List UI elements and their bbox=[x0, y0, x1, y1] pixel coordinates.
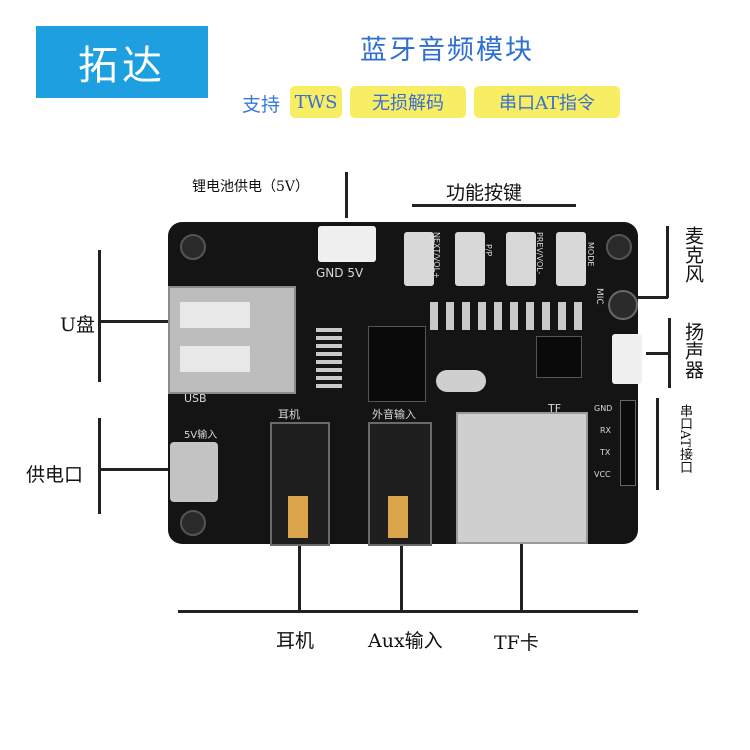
button-pp bbox=[455, 232, 485, 286]
battery-connector bbox=[318, 226, 376, 262]
label-tf: TF卡 bbox=[494, 632, 539, 654]
silk-usb: USB bbox=[184, 392, 207, 405]
leader-battery bbox=[345, 172, 348, 218]
silk-pin-rx: RX bbox=[600, 426, 612, 435]
silk-mode: MODE bbox=[586, 242, 595, 267]
silk-mic: MIC bbox=[594, 288, 604, 305]
label-power: 供电口 bbox=[26, 464, 84, 486]
leader-buttons bbox=[412, 204, 576, 207]
usb-slot-1 bbox=[180, 302, 250, 328]
silk-gnd5v: GND 5V bbox=[316, 266, 364, 280]
label-headphone: 耳机 bbox=[276, 630, 315, 652]
label-battery: 锂电池供电（5V） bbox=[192, 179, 310, 195]
silk-pin-vcc: VCC bbox=[594, 470, 611, 479]
label-speaker: 扬声器 bbox=[682, 322, 704, 379]
silk-prev: PREV/VOL- bbox=[535, 232, 544, 275]
label-buttons: 功能按键 bbox=[446, 182, 523, 204]
tag-uart-at: 串口AT指令 bbox=[474, 86, 620, 118]
crystal bbox=[436, 370, 486, 392]
silk-next: NEXT/VOL+ bbox=[432, 232, 441, 279]
uart-header bbox=[620, 400, 636, 486]
silk-pp: P/P bbox=[484, 244, 493, 257]
mount-hole-bl bbox=[180, 510, 206, 536]
tag-tws: TWS bbox=[290, 86, 342, 118]
tf-card-slot bbox=[456, 412, 588, 544]
leader-bottom bbox=[178, 610, 638, 613]
label-uart: 串口AT接口 bbox=[677, 404, 692, 474]
leader-power-h bbox=[100, 468, 168, 471]
button-mode bbox=[556, 232, 586, 286]
aux-jack-contact bbox=[388, 496, 408, 538]
tag-lossless: 无损解码 bbox=[350, 86, 466, 118]
passive-array-top bbox=[430, 302, 590, 330]
leader-udisk-v bbox=[98, 250, 101, 382]
leader-aux bbox=[400, 546, 403, 612]
mic-component bbox=[608, 290, 638, 320]
silk-audio-in: 外音输入 bbox=[372, 408, 416, 421]
leader-tf bbox=[520, 542, 523, 612]
silk-earphone: 耳机 bbox=[278, 408, 300, 421]
label-mic: 麦克风 bbox=[682, 226, 704, 283]
leader-headphone bbox=[298, 546, 301, 612]
silk-tf: TF bbox=[548, 402, 562, 415]
passive-array-left bbox=[316, 328, 342, 388]
brand-logo: 拓达 bbox=[36, 26, 208, 98]
button-next bbox=[404, 232, 434, 286]
leader-mic-h bbox=[636, 296, 668, 299]
leader-uart bbox=[656, 398, 659, 490]
leader-mic-v bbox=[666, 226, 669, 298]
amp-chip bbox=[536, 336, 582, 378]
label-aux: Aux输入 bbox=[368, 630, 443, 652]
micro-usb-port bbox=[170, 442, 218, 502]
headphone-jack-contact bbox=[288, 496, 308, 538]
silk-pin-gnd: GND bbox=[594, 404, 613, 413]
label-udisk: U盘 bbox=[60, 314, 96, 336]
button-prev bbox=[506, 232, 536, 286]
usb-slot-2 bbox=[180, 346, 250, 372]
mount-hole-tr bbox=[606, 234, 632, 260]
leader-udisk-h bbox=[100, 320, 168, 323]
leader-speaker-h bbox=[646, 352, 670, 355]
page-title: 蓝牙音频模块 bbox=[360, 35, 534, 66]
silk-5v-input: 5V输入 bbox=[184, 430, 218, 441]
silk-pin-tx: TX bbox=[600, 448, 611, 457]
main-chip bbox=[368, 326, 426, 402]
mount-hole-tl bbox=[180, 234, 206, 260]
support-label: 支持 bbox=[242, 94, 281, 116]
speaker-connector bbox=[612, 334, 642, 384]
leader-power-v bbox=[98, 418, 101, 514]
